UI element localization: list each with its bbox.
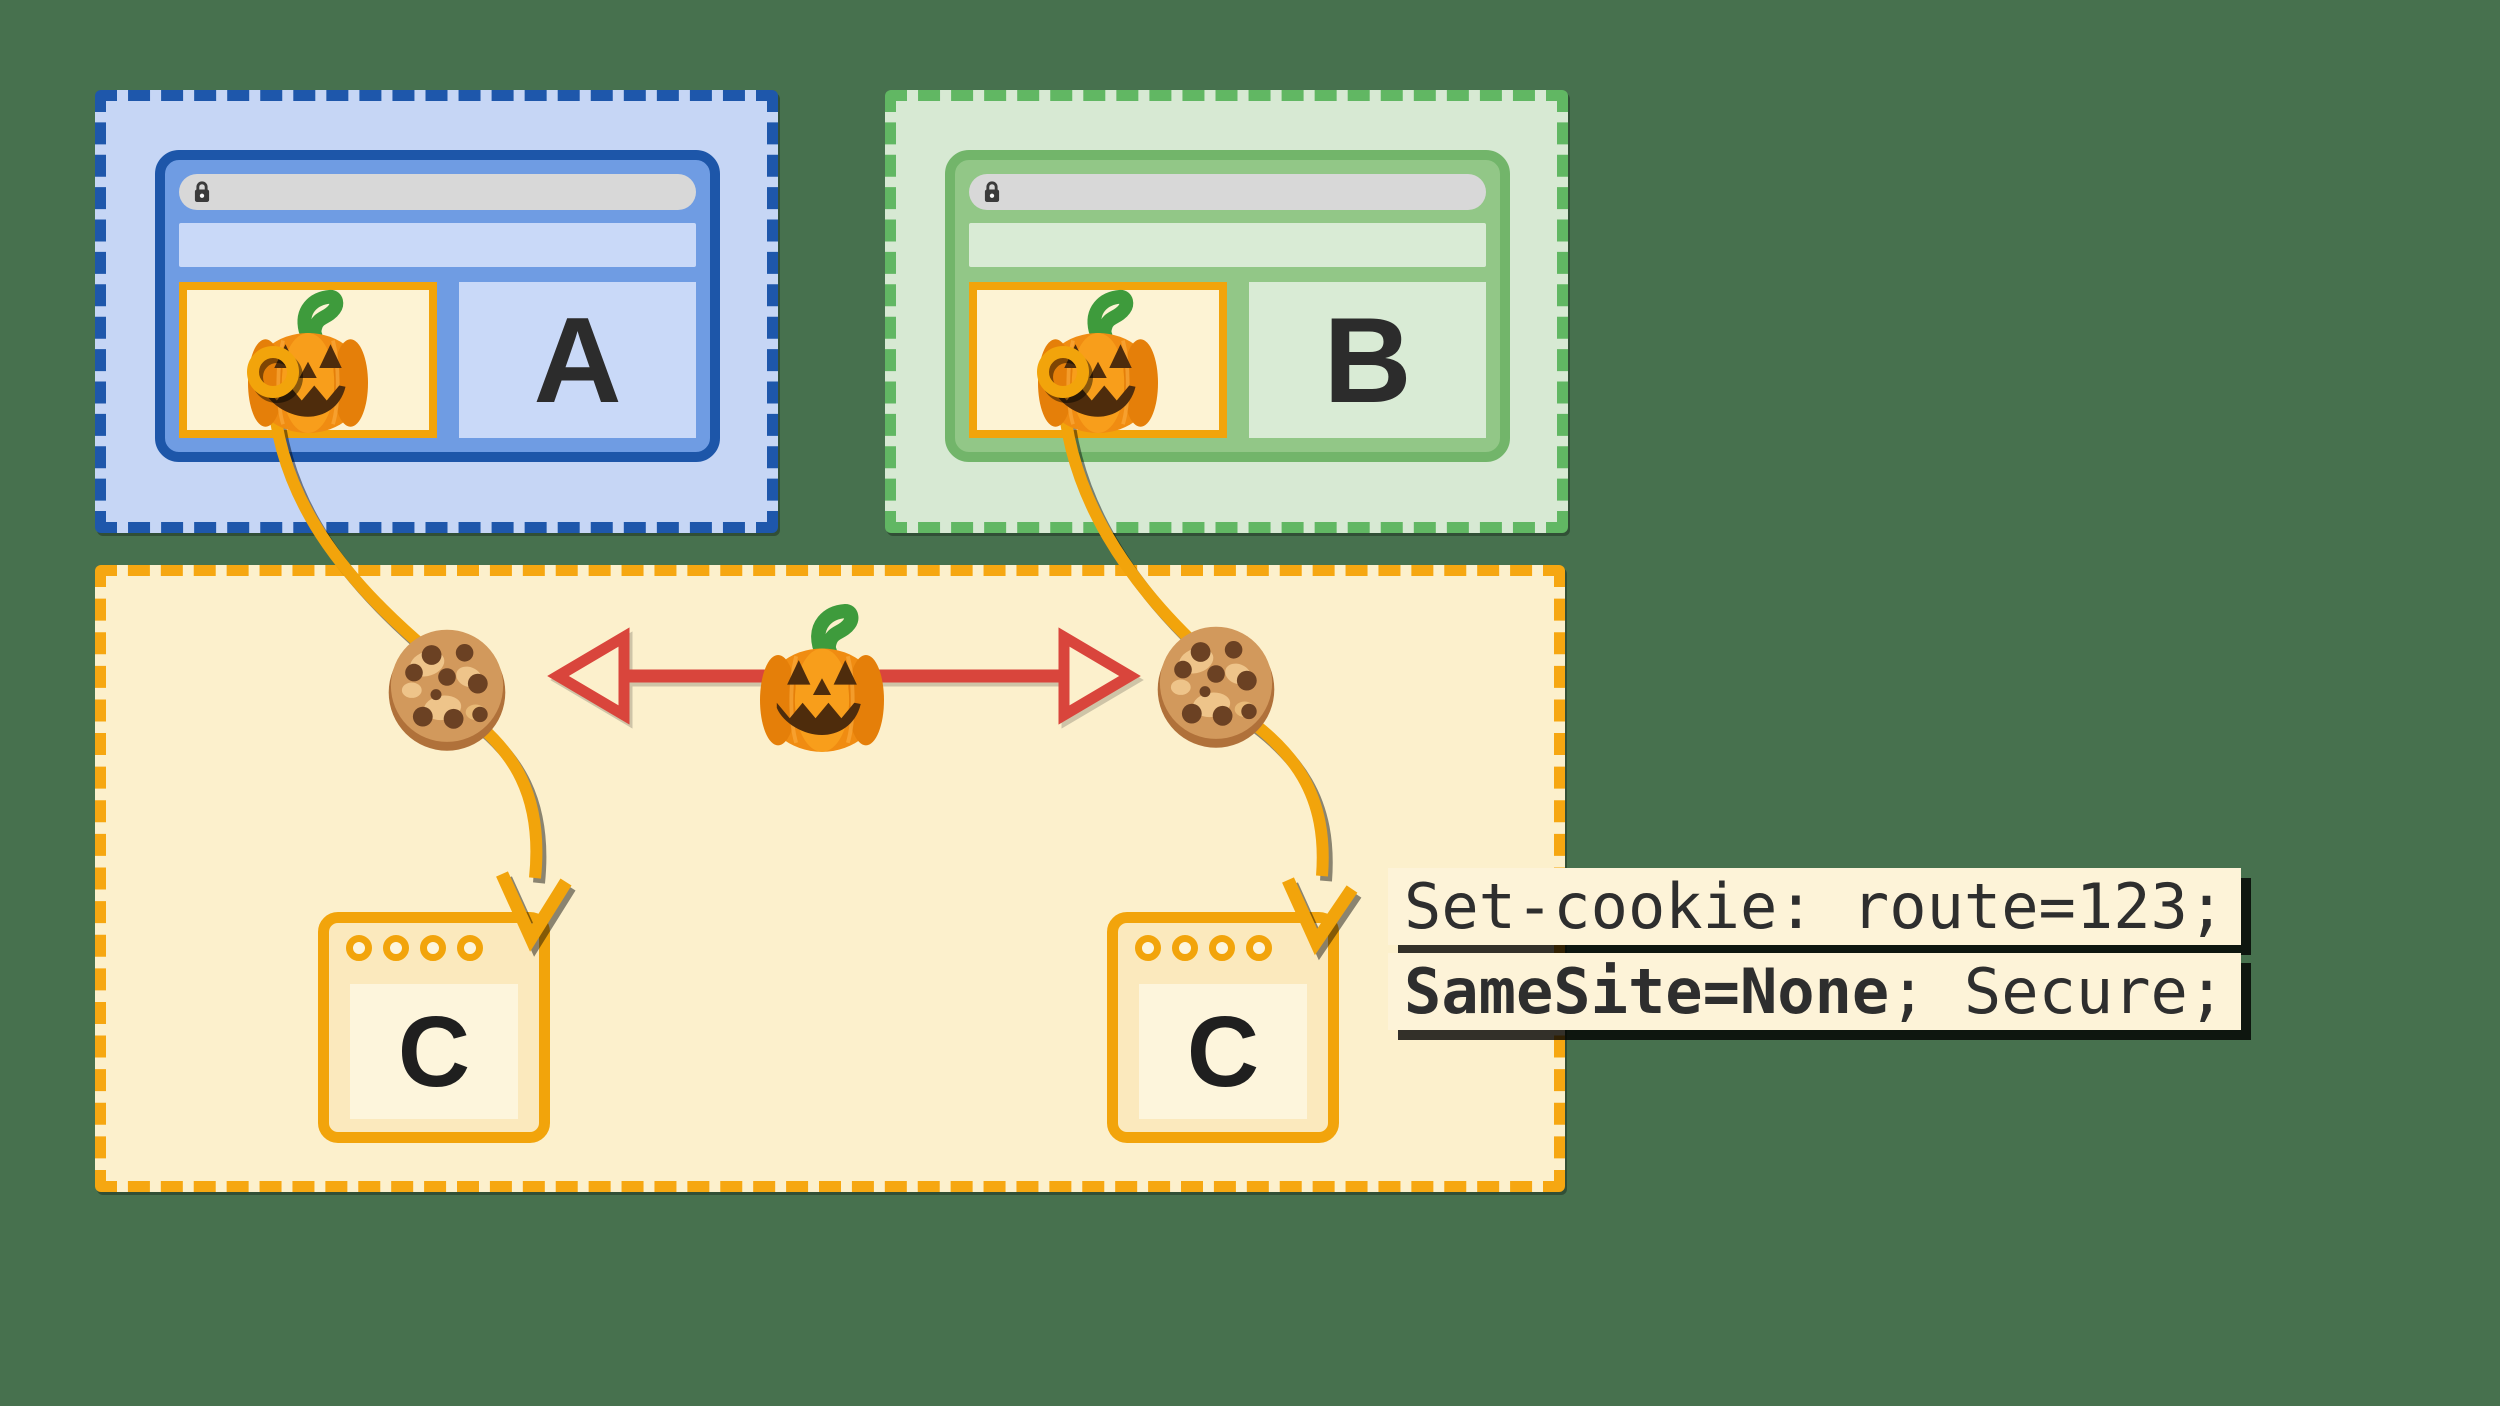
- code-line-1-text: Set-cookie: route=123;: [1404, 870, 2226, 943]
- window-dots: [329, 923, 539, 961]
- lock-icon: [192, 179, 212, 205]
- window-dot: [1135, 935, 1161, 961]
- window-dot: [1246, 935, 1272, 961]
- third-party-window-left: C: [318, 912, 550, 1143]
- window-dot: [1172, 935, 1198, 961]
- code-line-2: SameSite=None; Secure;: [1388, 953, 2242, 1031]
- site-a-browser-window: A: [155, 150, 720, 462]
- site-a-toolbar: [179, 223, 696, 267]
- site-a-content: A: [179, 282, 696, 438]
- lock-icon: [982, 179, 1002, 205]
- window-dot: [457, 935, 483, 961]
- site-b-browser-window: B: [945, 150, 1510, 462]
- third-party-left-label: C: [397, 995, 471, 1108]
- site-b-label: B: [1323, 292, 1412, 428]
- site-b-content: B: [969, 282, 1486, 438]
- window-dot: [383, 935, 409, 961]
- site-a-label: A: [533, 292, 622, 428]
- third-party-boundary: [95, 565, 1565, 1192]
- site-b-boundary: B: [885, 90, 1568, 533]
- site-a-page-panel: A: [459, 282, 696, 438]
- site-b-third-party-iframe[interactable]: [969, 282, 1227, 438]
- window-dots: [1118, 923, 1328, 961]
- set-cookie-annotation: Set-cookie: route=123; SameSite=None; Se…: [1388, 868, 2242, 1038]
- site-b-page-panel: B: [1249, 282, 1486, 438]
- window-dot: [1209, 935, 1235, 961]
- site-b-toolbar: [969, 223, 1486, 267]
- window-dot: [346, 935, 372, 961]
- samesite-none-text: SameSite=None: [1404, 955, 1890, 1029]
- third-party-window-right-content: C: [1139, 984, 1307, 1119]
- third-party-window-right: C: [1107, 912, 1339, 1143]
- window-dot: [420, 935, 446, 961]
- secure-text: ; Secure;: [1889, 955, 2226, 1029]
- third-party-window-left-content: C: [350, 984, 518, 1119]
- code-line-1: Set-cookie: route=123;: [1388, 868, 2242, 946]
- site-a-boundary: A: [95, 90, 778, 533]
- third-party-right-label: C: [1186, 995, 1260, 1108]
- site-a-third-party-iframe[interactable]: [179, 282, 437, 438]
- site-b-address-bar[interactable]: [969, 174, 1486, 210]
- site-a-address-bar[interactable]: [179, 174, 696, 210]
